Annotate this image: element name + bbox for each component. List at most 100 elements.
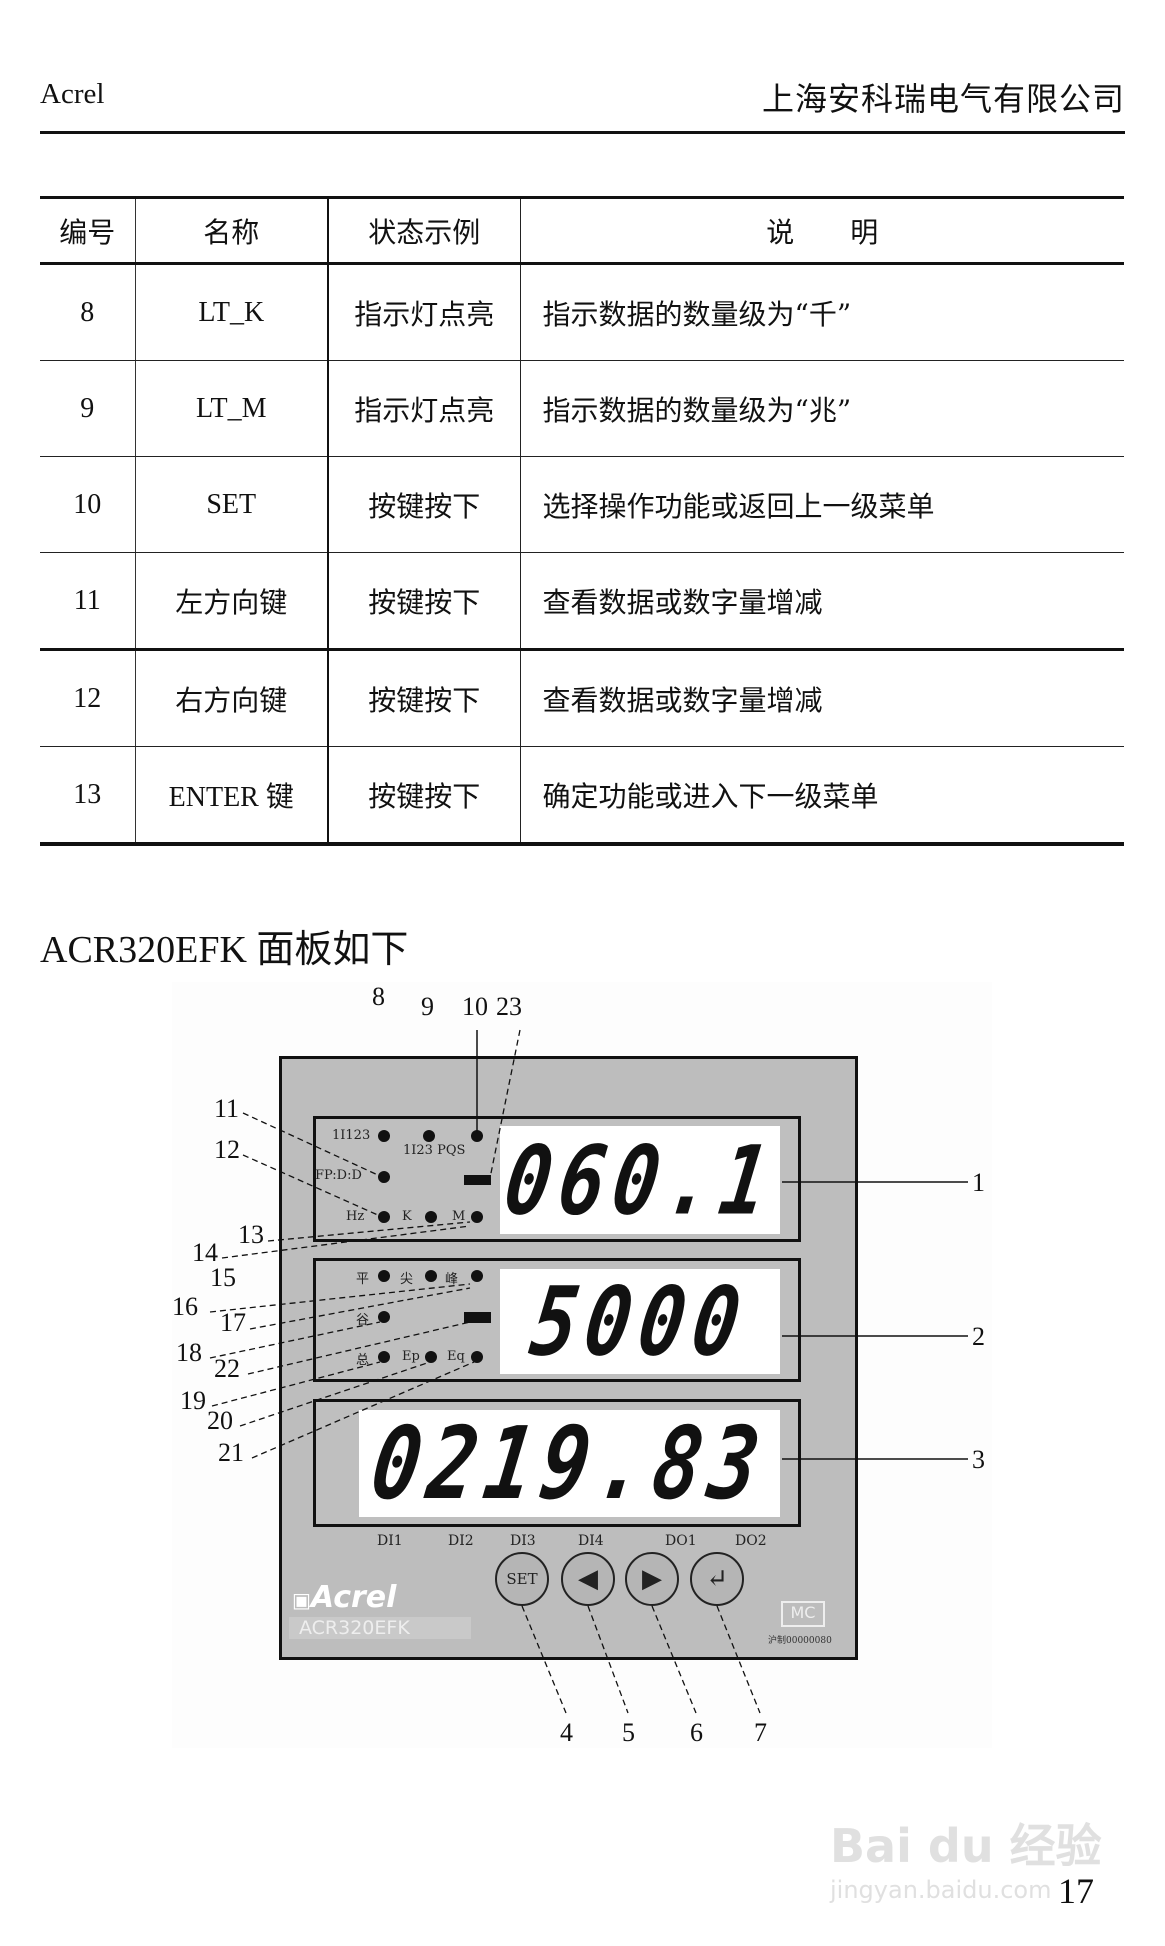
callout-20: 20 (207, 1406, 233, 1435)
col-header-desc: 说 明 (520, 196, 1124, 265)
right-arrow-button[interactable]: ▶ (625, 1552, 679, 1606)
indicator-led (378, 1130, 390, 1142)
callout-14: 14 (192, 1238, 218, 1267)
indicator-label: Ep (402, 1349, 420, 1364)
table-row: 9 LT_M 指示灯点亮 指示数据的数量级为“兆” (40, 360, 1124, 457)
indicator-led (471, 1270, 483, 1282)
enter-button[interactable]: ↵ (690, 1552, 744, 1606)
indicator-led (378, 1171, 390, 1183)
indicator-led (378, 1211, 390, 1223)
callout-6: 6 (690, 1718, 703, 1747)
baidu-url: jingyan.baidu.com (830, 1876, 1052, 1904)
indicator-label: 尖 (400, 1272, 414, 1287)
table-row: 13 ENTER 键 按键按下 确定功能或进入下一级菜单 (40, 746, 1124, 846)
acrel-logo-icon: ▣ (292, 1588, 311, 1612)
indicator-label: 1I123 (332, 1128, 371, 1143)
callout-5: 5 (622, 1718, 635, 1747)
di3-label: DI3 (510, 1533, 536, 1549)
cell-state: 指示灯点亮 (328, 263, 521, 361)
col-header-no: 编号 (40, 196, 136, 265)
indicator-led (471, 1351, 483, 1363)
indicator-led (378, 1311, 390, 1323)
indicator-label: Eq (447, 1349, 465, 1364)
cell-desc: 确定功能或进入下一级菜单 (520, 746, 1124, 846)
baidu-watermark: Bai du 经验 jingyan.baidu.com (830, 1810, 1102, 1904)
callout-7: 7 (754, 1718, 767, 1747)
callout-21: 21 (218, 1438, 244, 1467)
table-row: 8 LT_K 指示灯点亮 指示数据的数量级为“千” (40, 263, 1124, 361)
cell-desc: 指示数据的数量级为“兆” (520, 360, 1124, 457)
callout-22: 22 (214, 1354, 240, 1383)
lt-m-label: M (452, 1209, 466, 1224)
minus-sign-1 (464, 1175, 491, 1185)
header-company: 上海安科瑞电气有限公司 (761, 80, 1125, 118)
indicator-led (425, 1270, 437, 1282)
indicator-label: 平 (356, 1272, 370, 1287)
left-arrow-icon: ◀ (578, 1564, 598, 1594)
callout-18: 18 (176, 1338, 202, 1367)
col-header-name: 名称 (135, 196, 329, 265)
indicator-led (378, 1270, 390, 1282)
baidu-logo: Bai du 经验 (830, 1819, 1102, 1873)
set-button-label: SET (506, 1570, 538, 1588)
cell-name: 右方向键 (135, 649, 329, 747)
callout-8: 8 (372, 982, 385, 1011)
lcd-display-1: 060.1 (498, 1124, 782, 1235)
indicator-label: Hz (346, 1209, 365, 1224)
set-button[interactable]: SET (495, 1552, 549, 1606)
table-row: 11 左方向键 按键按下 查看数据或数字量增减 (40, 552, 1124, 651)
cell-desc: 指示数据的数量级为“千” (520, 263, 1124, 361)
mc-cert-icon: MC (781, 1601, 825, 1627)
lcd-display-3: 0219.83 (359, 1405, 780, 1522)
callout-2: 2 (972, 1322, 985, 1351)
cell-no: 8 (40, 263, 136, 361)
cell-state: 按键按下 (328, 649, 521, 747)
cell-no: 13 (40, 746, 136, 846)
indicator-label: 总 (356, 1353, 370, 1368)
cell-name: 左方向键 (135, 552, 329, 651)
callout-9: 9 (421, 992, 434, 1021)
model-label: ACR320EFK (289, 1617, 471, 1639)
acrel-logo: ▣Acrel (292, 1580, 396, 1615)
di4-label: DI4 (578, 1533, 604, 1549)
cert-text: 沪制00000080 (768, 1636, 832, 1646)
page-number: 17 (1058, 1871, 1094, 1911)
do2-label: DO2 (735, 1533, 767, 1549)
right-arrow-icon: ▶ (642, 1564, 662, 1594)
callout-19: 19 (180, 1386, 206, 1415)
col-header-state: 状态示例 (328, 196, 521, 265)
acrel-logo-text: Acrel (310, 1580, 397, 1615)
cell-state: 按键按下 (328, 552, 521, 651)
callout-15: 15 (210, 1263, 236, 1292)
cell-no: 10 (40, 456, 136, 553)
callout-12: 12 (214, 1135, 240, 1164)
cell-no: 12 (40, 649, 136, 747)
cell-state: 按键按下 (328, 456, 521, 553)
spec-table: 编号 名称 状态示例 说 明 8 LT_K 指示灯点亮 指示数据的数量级为“千”… (40, 196, 1124, 846)
table-row: 12 右方向键 按键按下 查看数据或数字量增减 (40, 649, 1124, 747)
cell-state: 指示灯点亮 (328, 360, 521, 457)
lcd-display-2: 5000 (500, 1266, 780, 1377)
cell-name: ENTER 键 (135, 746, 329, 846)
section-title: ACR320EFK 面板如下 (40, 929, 409, 971)
indicator-led (425, 1351, 437, 1363)
cell-state: 按键按下 (328, 746, 521, 846)
callout-16: 16 (172, 1292, 198, 1321)
indicator-label: FP:D:D (315, 1168, 362, 1183)
cell-no: 9 (40, 360, 136, 457)
lt-m-led (471, 1211, 483, 1223)
table-row: 10 SET 按键按下 选择操作功能或返回上一级菜单 (40, 456, 1124, 553)
indicator-led (378, 1351, 390, 1363)
lt-k-label: K (402, 1209, 412, 1224)
header-brand: Acrel (40, 78, 105, 110)
left-arrow-button[interactable]: ◀ (561, 1552, 615, 1606)
lt-k-led (425, 1211, 437, 1223)
minus-sign-2 (464, 1312, 491, 1323)
callout-23: 23 (496, 992, 522, 1021)
cell-desc: 选择操作功能或返回上一级菜单 (520, 456, 1124, 553)
indicator-label: 1I23 PQS (403, 1143, 466, 1158)
header-rule (40, 131, 1125, 134)
callout-4: 4 (560, 1718, 573, 1747)
callout-13: 13 (238, 1220, 264, 1249)
